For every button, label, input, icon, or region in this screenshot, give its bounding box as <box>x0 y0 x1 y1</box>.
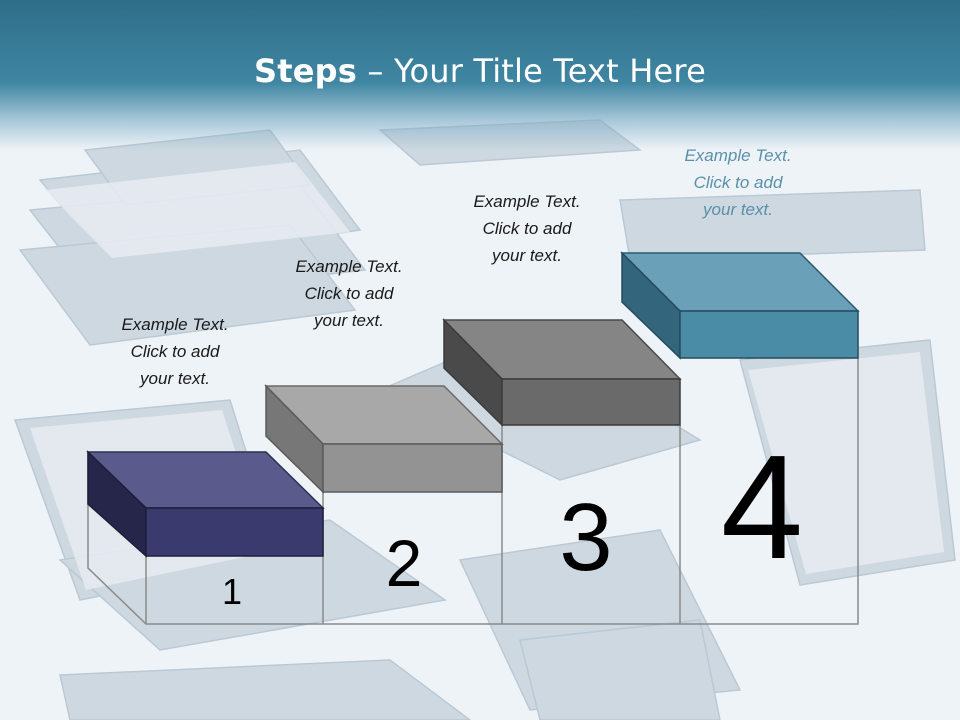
step-1-number: 1 <box>222 571 242 612</box>
step-2-block[interactable] <box>264 384 504 494</box>
step-4-caption[interactable]: Example Text. Click to add your text. <box>638 142 838 223</box>
caption-line: your text. <box>314 311 384 330</box>
step-3-block[interactable] <box>442 318 682 427</box>
caption-line: Example Text. <box>684 146 792 165</box>
step-3-caption[interactable]: Example Text. Click to add your text. <box>427 188 627 269</box>
title-bold: Steps <box>254 52 358 90</box>
step-3-number: 3 <box>559 484 612 591</box>
caption-line: Example Text. <box>121 315 229 334</box>
step-2-caption[interactable]: Example Text. Click to add your text. <box>249 253 449 334</box>
step-4-block[interactable] <box>620 251 860 360</box>
caption-line: your text. <box>140 369 210 388</box>
title-bar <box>0 0 960 150</box>
step-1-block[interactable] <box>86 450 325 558</box>
caption-line: Click to add <box>304 284 394 303</box>
caption-line: your text. <box>492 246 562 265</box>
caption-line: Click to add <box>130 342 220 361</box>
caption-line: Click to add <box>482 219 572 238</box>
caption-line: Click to add <box>693 173 783 192</box>
caption-line: your text. <box>703 200 773 219</box>
caption-line: Example Text. <box>473 192 581 211</box>
caption-line: Example Text. <box>295 257 403 276</box>
title-rest: – Your Title Text Here <box>357 52 706 90</box>
step-1-caption[interactable]: Example Text. Click to add your text. <box>75 311 275 392</box>
step-4-number: 4 <box>721 425 803 590</box>
slide-title[interactable]: Steps – Your Title Text Here <box>0 52 960 90</box>
step-2-number: 2 <box>386 526 423 600</box>
